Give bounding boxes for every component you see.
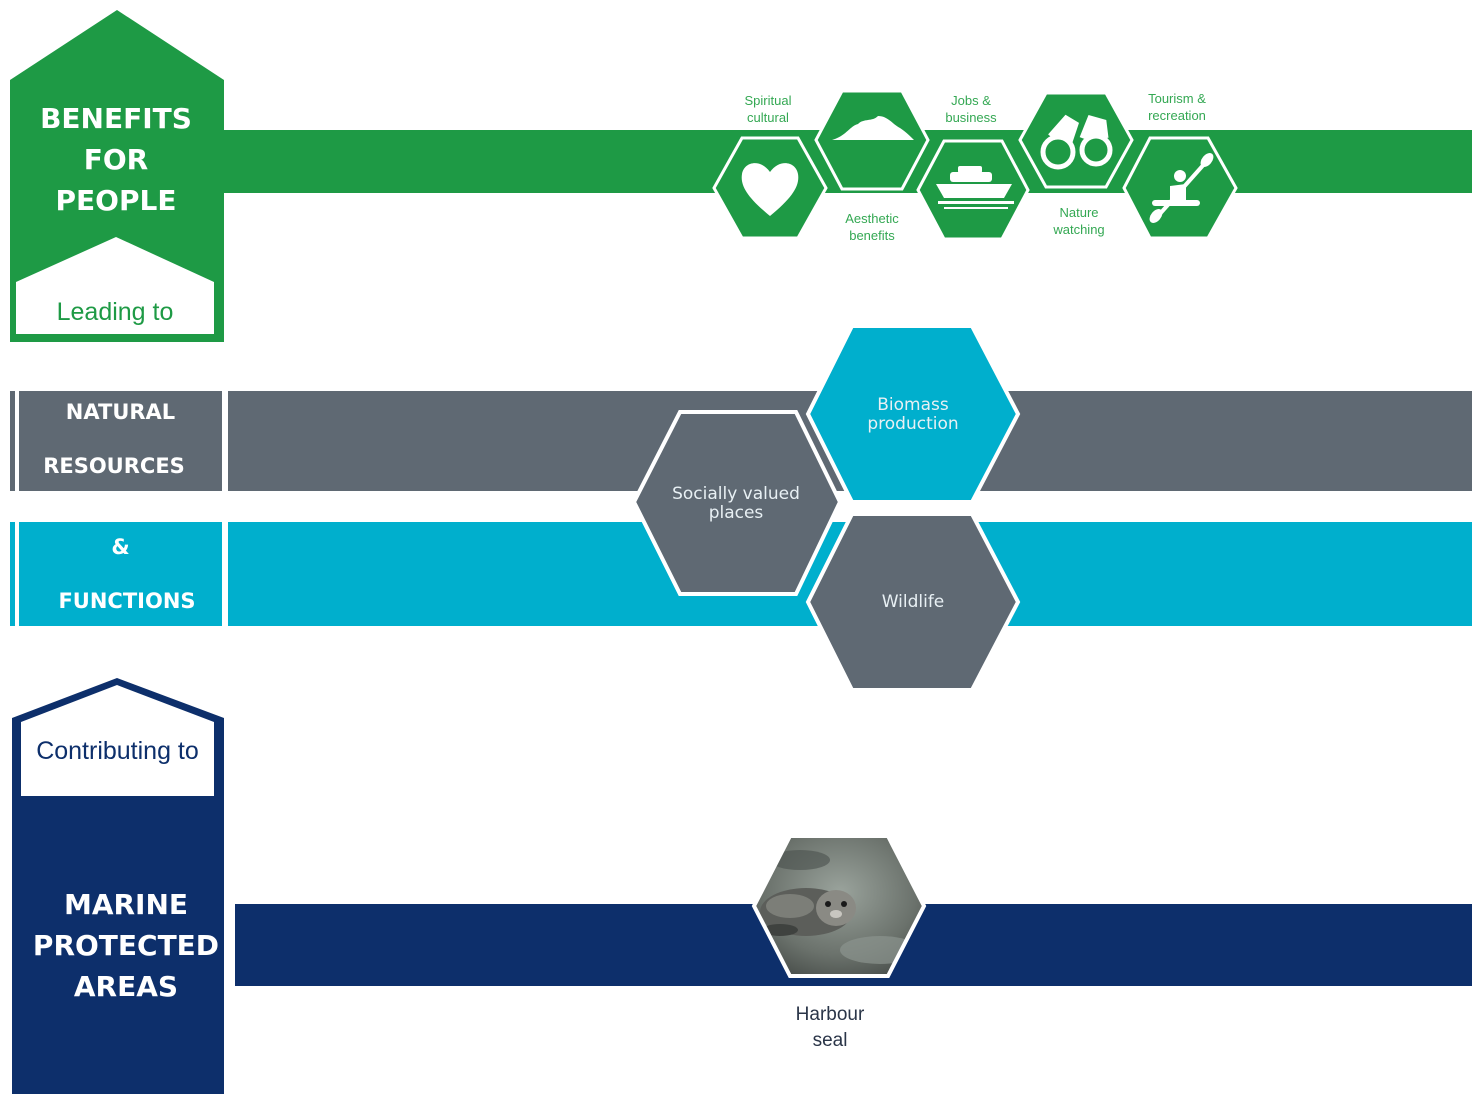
benefits-subtitle-box [16,237,214,334]
harbour-seal-photo [754,836,924,976]
benefit-label-jobs: Jobs & business [945,93,997,125]
mpa-subtitle: Contributing to [36,737,199,765]
benefit-label-spiritual: Spiritual cultural [744,93,792,125]
functions-header [19,522,222,626]
mpa-title: MARINE PROTECTED AREAS [32,888,220,1003]
natural-resources-header-edge [10,391,15,491]
kayaker-icon [1149,153,1214,223]
biomass-hex [805,324,1021,504]
natural-label-line3: & [111,535,130,559]
island-icon [832,116,914,140]
natural-label-line1: NATURAL [65,400,176,424]
benefits-title: BENEFITS FOR PEOPLE [40,102,192,217]
benefit-hex-nature [1018,91,1134,189]
benefits-subtitle: Leading to [56,298,174,326]
binoculars-icon [1040,114,1113,170]
socially-valued-hex [631,410,843,596]
benefits-header-shape [10,10,224,342]
benefit-label-aesthetic: Aesthetic benefits [845,211,899,243]
natural-label-line4: FUNCTIONS [58,589,196,613]
harbour-seal-label: Harbour seal [795,1004,865,1051]
wildlife-hex [805,512,1021,692]
benefit-label-tourism: Tourism & recreation [1148,91,1206,123]
biomass-label: Biomass production [867,395,959,434]
benefit-label-nature: Nature watching [1053,205,1105,237]
natural-resources-header [19,391,222,491]
wildlife-label: Wildlife [881,592,945,612]
socially-valued-label: Socially valued places [672,484,800,523]
natural-label-line2: RESOURCES [43,454,185,478]
mpa-subtitle-box [21,685,214,796]
boat-icon [936,166,1014,209]
heart-icon [741,163,799,216]
functions-header-edge [10,522,15,626]
